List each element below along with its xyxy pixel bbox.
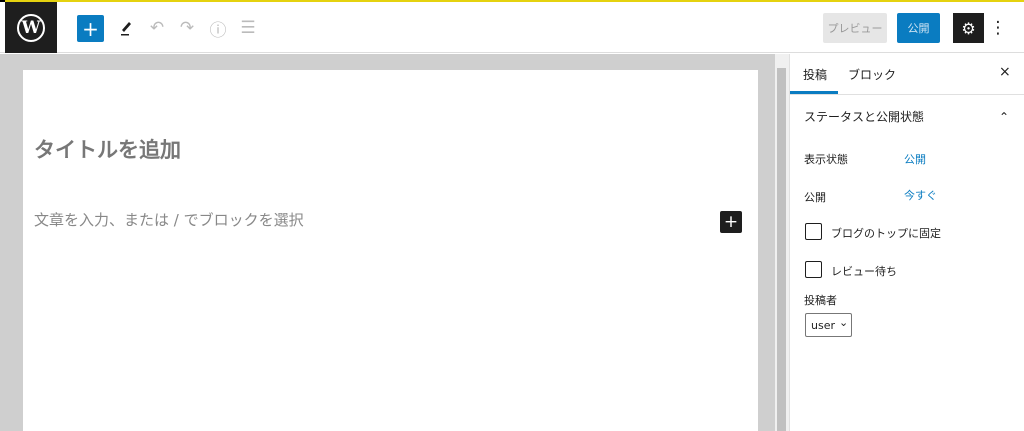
scrollbar[interactable]: [775, 54, 789, 431]
paragraph-input[interactable]: 文章を入力、または / でブロックを選択: [34, 211, 304, 229]
scrollbar-thumb[interactable]: [777, 68, 786, 431]
redo-icon[interactable]: ↷: [179, 18, 195, 38]
publish-date-link[interactable]: 今すぐ: [904, 189, 937, 202]
list-view-icon[interactable]: ☰: [240, 18, 256, 38]
pending-review-checkbox[interactable]: [805, 261, 822, 278]
top-accent-line: [0, 0, 1024, 2]
publish-label: 公開: [804, 191, 826, 204]
settings-gear-button[interactable]: ⚙: [953, 13, 984, 43]
inline-add-block-button[interactable]: +: [720, 211, 742, 233]
panel-status-title[interactable]: ステータスと公開状態: [804, 110, 925, 124]
editor-header: W + ↶ ↷ ⓘ ☰ プレビュー 公開 ⚙ ⋮: [0, 2, 1024, 53]
chevron-up-icon[interactable]: ⌃: [999, 110, 1010, 124]
info-icon[interactable]: ⓘ: [209, 20, 227, 41]
divider: [790, 94, 1024, 95]
add-block-button[interactable]: +: [77, 15, 104, 42]
visibility-link[interactable]: 公開: [904, 153, 926, 166]
sticky-checkbox[interactable]: [805, 223, 822, 240]
author-label: 投稿者: [804, 294, 837, 307]
settings-sidebar: 投稿 ブロック × ステータスと公開状態 ⌃ 表示状態 公開 公開 今すぐ ブロ…: [789, 54, 1024, 431]
undo-icon[interactable]: ↶: [149, 18, 165, 38]
preview-button[interactable]: プレビュー: [823, 13, 887, 43]
editor-canvas: タイトルを追加 文章を入力、または / でブロックを選択 +: [23, 70, 758, 431]
wordpress-icon: W: [17, 13, 45, 42]
edit-tool-pencil-icon[interactable]: [115, 16, 137, 40]
visibility-label: 表示状態: [804, 153, 848, 166]
pending-review-label[interactable]: レビュー待ち: [831, 265, 897, 278]
tab-post[interactable]: 投稿: [803, 68, 828, 82]
wordpress-logo-button[interactable]: W: [5, 2, 57, 53]
active-tab-indicator: [790, 91, 838, 94]
post-title-input[interactable]: タイトルを追加: [34, 138, 181, 162]
tab-block[interactable]: ブロック: [848, 68, 897, 82]
author-select[interactable]: user ⌄: [805, 313, 852, 337]
author-value: user: [811, 318, 835, 332]
close-icon[interactable]: ×: [999, 64, 1011, 80]
more-options-icon[interactable]: ⋮: [989, 18, 1007, 38]
editor-area: タイトルを追加 文章を入力、または / でブロックを選択 +: [0, 54, 775, 431]
publish-button[interactable]: 公開: [897, 13, 940, 43]
sticky-label[interactable]: ブログのトップに固定: [831, 227, 941, 240]
chevron-down-icon: ⌄: [839, 316, 849, 329]
